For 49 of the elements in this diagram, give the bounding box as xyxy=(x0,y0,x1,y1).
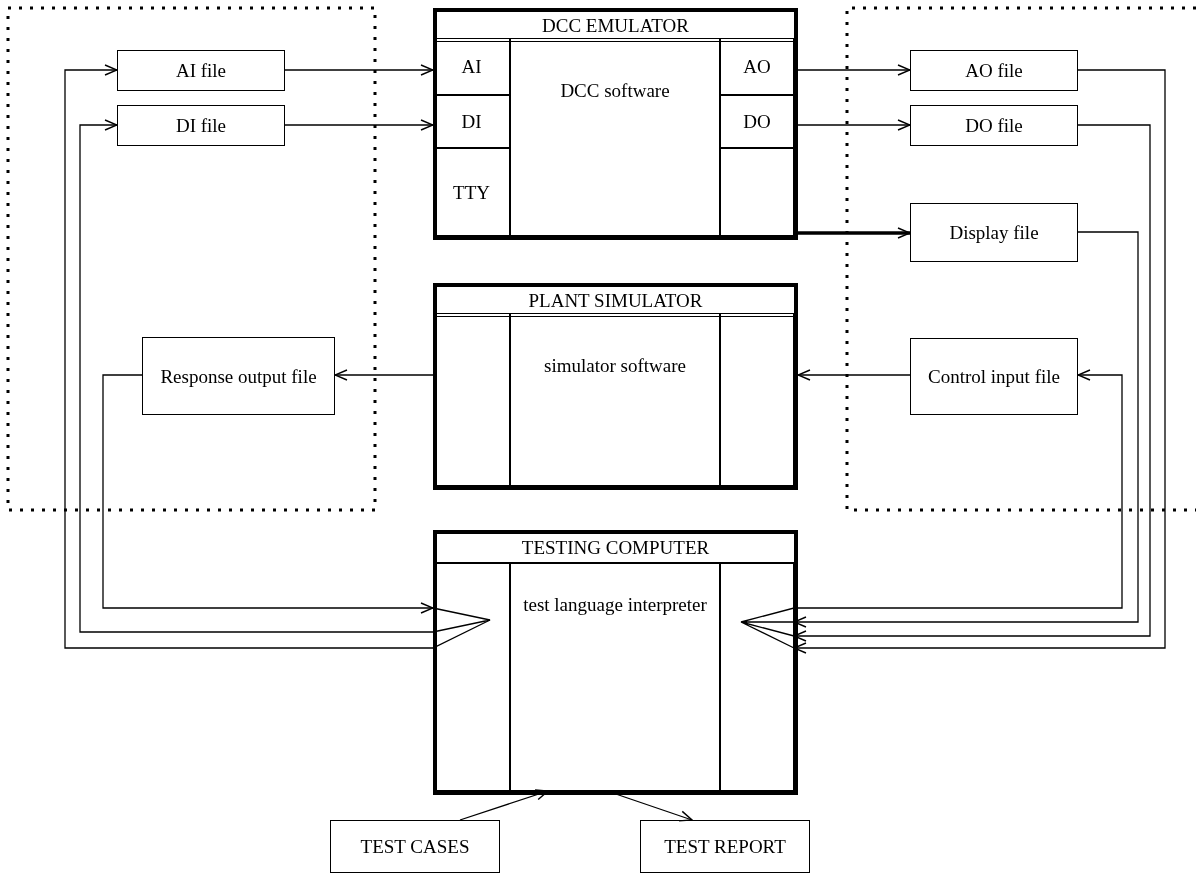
arrow xyxy=(64,64,491,649)
empty-cell xyxy=(720,313,794,486)
module-box xyxy=(433,8,798,240)
module-title: TESTING COMPUTER xyxy=(437,534,794,564)
box-label: DI xyxy=(460,110,483,133)
box-label: DI file xyxy=(174,114,228,137)
box-label: DO xyxy=(742,110,772,133)
box-label: AO xyxy=(742,55,772,78)
box-label: AO file xyxy=(964,59,1024,82)
module-title: PLANT SIMULATOR xyxy=(437,287,794,317)
module-box xyxy=(433,283,798,490)
box-label: TTY xyxy=(452,180,491,204)
file-box xyxy=(910,50,1078,91)
panel-cell xyxy=(510,38,720,236)
file-box xyxy=(330,820,500,873)
empty-cell xyxy=(720,148,794,236)
arrow xyxy=(284,64,434,76)
panel-cell xyxy=(720,95,794,148)
module-box xyxy=(433,530,798,795)
box-label: DO file xyxy=(964,114,1024,137)
arrow xyxy=(740,369,1123,649)
file-box xyxy=(640,820,810,873)
arrow xyxy=(284,119,434,131)
box-label: DCC software xyxy=(559,79,671,102)
box-label: Display file xyxy=(948,221,1040,244)
file-box xyxy=(117,105,285,146)
panel-cell xyxy=(510,313,720,486)
box-label: TEST CASES xyxy=(359,835,471,858)
panel-cell xyxy=(720,38,794,95)
file-box xyxy=(910,338,1078,415)
file-box xyxy=(910,203,1078,262)
arrow xyxy=(798,227,911,239)
panel-cell xyxy=(510,562,720,791)
file-box xyxy=(910,105,1078,146)
box-label: AI file xyxy=(174,59,228,82)
box-label: test language interpreter xyxy=(522,593,708,616)
file-box xyxy=(142,337,335,415)
file-box xyxy=(117,50,285,91)
box-label: TEST REPORT xyxy=(663,835,787,858)
box-label: Response output file xyxy=(159,364,318,388)
arrow xyxy=(102,374,434,614)
box-label: Control input file xyxy=(927,365,1061,388)
arrow xyxy=(79,119,491,633)
arrow xyxy=(334,369,434,381)
box-label: simulator software xyxy=(543,354,687,377)
empty-cell xyxy=(720,562,794,791)
box-label: AI xyxy=(460,55,483,78)
arrow xyxy=(797,369,911,381)
module-title: DCC EMULATOR xyxy=(437,12,794,42)
